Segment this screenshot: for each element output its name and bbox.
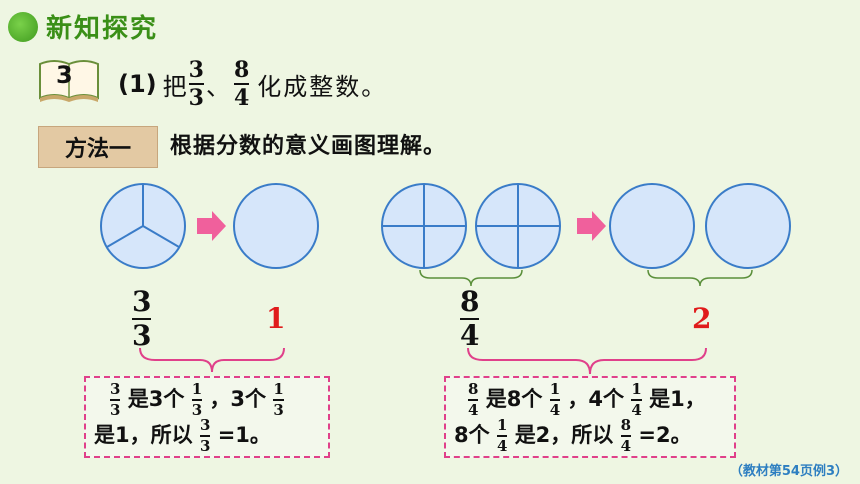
section-title: 新知探究: [46, 14, 159, 44]
note-text: =2。: [638, 423, 692, 447]
arrow-right-icon: [577, 211, 606, 241]
note-text: 是1，所以: [94, 423, 193, 447]
circle-whole: [705, 183, 791, 269]
fraction-denominator: 3: [188, 85, 204, 111]
note-text: 是3个: [127, 387, 185, 411]
header-bullet-icon: [8, 12, 38, 42]
fraction-denominator: 4: [233, 85, 250, 111]
arrow-right-icon: [197, 211, 226, 241]
problem-suffix: 化成整数。: [257, 72, 388, 101]
note-text: 8个: [454, 423, 490, 447]
problem-prefix: 把: [162, 72, 187, 101]
problem-fraction-1: 3 3: [188, 57, 204, 111]
left-fraction: 3 3: [132, 285, 152, 352]
brace-left: [139, 347, 285, 373]
note-text: =1。: [217, 423, 271, 447]
fraction-numerator: 8: [233, 57, 250, 83]
book-number-icon: 3: [36, 58, 102, 104]
fraction-denominator: 3: [132, 319, 152, 352]
right-result: 2: [692, 302, 712, 335]
brace-under-quarters: [419, 269, 523, 287]
problem-number: 3: [56, 61, 73, 89]
textbook-citation: （教材第54页例3）: [729, 464, 848, 479]
left-result: 1: [266, 302, 286, 335]
problem-fraction-2: 8 4: [233, 57, 250, 111]
circle-whole: [233, 183, 319, 269]
circle-quarters-1: [381, 183, 467, 269]
fraction-numerator: 8: [460, 285, 480, 318]
fraction-numerator: 3: [132, 285, 152, 318]
method-description: 根据分数的意义画图理解。: [170, 134, 447, 159]
note-text: ，4个: [567, 387, 625, 411]
circle-whole: [609, 183, 695, 269]
circle-thirds: [100, 183, 186, 269]
fraction-numerator: 3: [188, 57, 204, 83]
problem-part: (1): [118, 70, 157, 98]
right-fraction: 8 4: [460, 285, 480, 352]
brace-under-wholes: [647, 269, 753, 287]
problem-separator: 、: [205, 72, 230, 101]
brace-right: [467, 347, 707, 375]
circle-quarters-2: [475, 183, 561, 269]
note-text: 是1，: [649, 387, 706, 411]
problem-statement: (1) 把 3 3 、 8 4 化成整数。: [118, 56, 387, 112]
fraction-denominator: 4: [460, 319, 480, 352]
note-text: 是8个: [485, 387, 543, 411]
note-text: 是2，所以: [514, 423, 614, 447]
note-text: ，3个: [209, 387, 267, 411]
method-label: 方法一: [38, 126, 158, 168]
